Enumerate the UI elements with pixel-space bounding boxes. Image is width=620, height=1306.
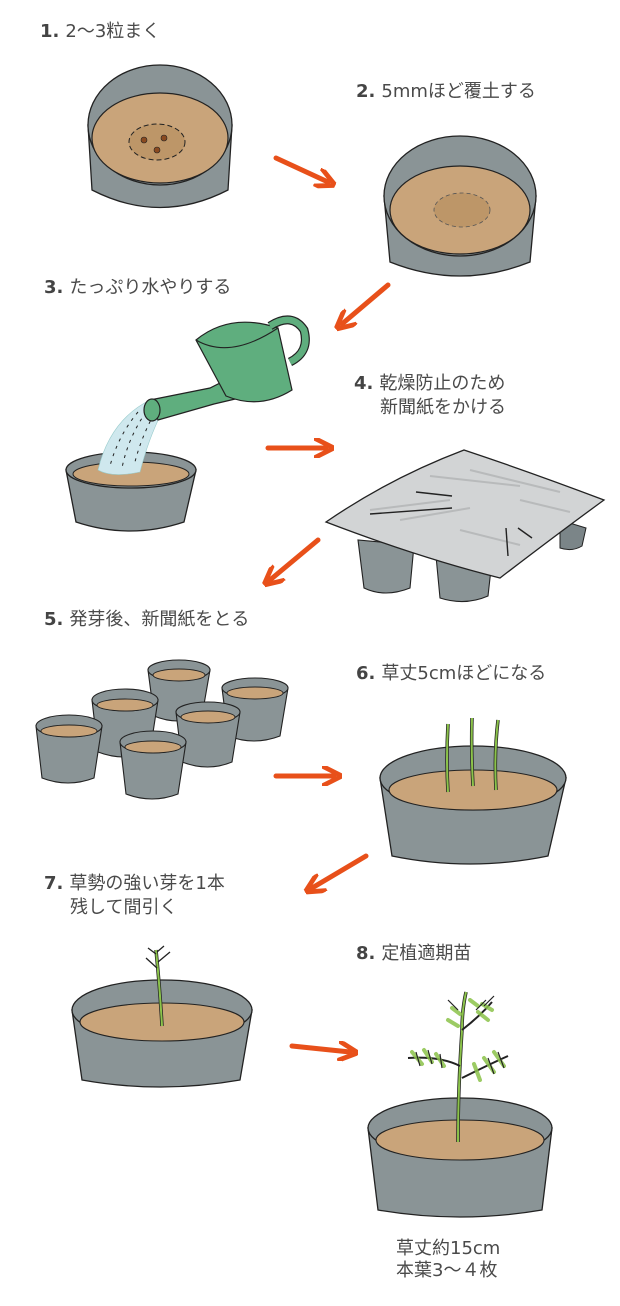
step-number: 5. bbox=[44, 609, 64, 630]
step2-pot-illustration bbox=[383, 135, 537, 277]
step6-sprouts-illustration bbox=[379, 717, 567, 865]
step-5-label: 5.発芽後、新聞紙をとる bbox=[44, 608, 249, 632]
step1-pot-illustration bbox=[87, 64, 233, 209]
step-text: 草勢の強い芽を1本 bbox=[69, 873, 225, 894]
seed-hole bbox=[128, 123, 186, 161]
sprout bbox=[494, 719, 499, 791]
final-seedling-caption: 草丈約15cm 本葉3〜４枚 bbox=[396, 1238, 500, 1282]
arrow-step1-to-2 bbox=[273, 155, 328, 182]
step-number: 3. bbox=[44, 277, 64, 298]
seed bbox=[160, 134, 168, 142]
step-number: 7. bbox=[44, 873, 64, 894]
step-8-label: 8.定植適期苗 bbox=[356, 942, 471, 966]
small-pot bbox=[175, 701, 241, 768]
step-text-line2: 新聞紙をかける bbox=[380, 397, 506, 418]
step5-pots-illustration bbox=[35, 659, 289, 800]
step-7-label: 7.草勢の強い芽を1本 残して間引く bbox=[44, 872, 225, 920]
step-number: 6. bbox=[356, 663, 376, 684]
small-pot bbox=[119, 730, 187, 800]
arrow-step4-to-5 bbox=[270, 537, 321, 580]
step-text: 定植適期苗 bbox=[381, 943, 472, 964]
step-number: 4. bbox=[354, 373, 374, 394]
small-pot bbox=[221, 677, 289, 742]
step3-watering-illustration bbox=[65, 315, 310, 532]
step-text: 草丈5cmほどになる bbox=[381, 663, 547, 684]
step-text-line2: 残して間引く bbox=[70, 897, 178, 918]
watering-can-icon bbox=[143, 315, 310, 422]
step7-thinned-seedling-illustration bbox=[71, 945, 253, 1088]
seed bbox=[153, 146, 161, 154]
covered-seed-area bbox=[433, 192, 491, 228]
step-number: 1. bbox=[40, 21, 60, 42]
water-stream bbox=[97, 399, 163, 475]
step-1-label: 1.2〜3粒まく bbox=[40, 20, 160, 44]
step-4-label: 4.乾燥防止のため 新聞紙をかける bbox=[354, 372, 506, 420]
arrow-step2-to-3 bbox=[342, 282, 391, 324]
sprout bbox=[446, 723, 449, 793]
caption-leaves: 本葉3〜４枚 bbox=[396, 1260, 498, 1281]
small-pot bbox=[91, 688, 159, 758]
seed bbox=[140, 136, 148, 144]
arrow-step7-to-8 bbox=[289, 1046, 350, 1052]
step8-transplant-seedling-illustration bbox=[367, 991, 553, 1218]
step-2-label: 2.5mmほど覆土する bbox=[356, 80, 536, 104]
seedling bbox=[155, 949, 163, 1027]
step-3-label: 3.たっぷり水やりする bbox=[44, 276, 231, 300]
step-text: たっぷり水やりする bbox=[69, 277, 232, 298]
step-6-label: 6.草丈5cmほどになる bbox=[356, 662, 546, 686]
step-number: 8. bbox=[356, 943, 376, 964]
step-text: 5mmほど覆土する bbox=[381, 81, 536, 102]
step-text: 乾燥防止のため bbox=[379, 373, 506, 394]
caption-height: 草丈約15cm bbox=[396, 1238, 501, 1259]
small-pot bbox=[35, 714, 103, 784]
step-text: 2〜3粒まく bbox=[65, 21, 161, 42]
step-text: 発芽後、新聞紙をとる bbox=[69, 609, 250, 630]
step4-newspaper-tray-illustration bbox=[324, 449, 606, 603]
sprout bbox=[470, 717, 474, 787]
step-number: 2. bbox=[356, 81, 376, 102]
arrow-step6-to-7 bbox=[312, 853, 369, 888]
seedling-plant bbox=[407, 991, 509, 1143]
newspaper bbox=[324, 449, 606, 579]
